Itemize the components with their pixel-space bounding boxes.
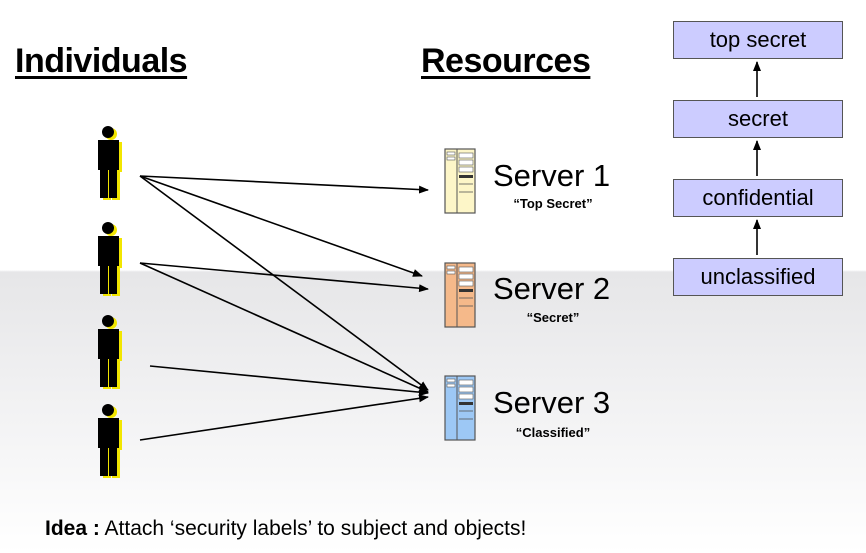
level-secret: secret: [673, 100, 843, 138]
server-1-name: Server 1: [493, 158, 611, 193]
access-arrow: [139, 262, 429, 293]
server-2-classification: “Secret”: [526, 310, 580, 325]
level-top-secret: top secret: [673, 21, 843, 59]
person-icon: [98, 315, 122, 389]
access-arrow: [139, 175, 429, 194]
access-arrow: [139, 394, 429, 441]
person-icon: [98, 222, 122, 296]
idea-text: Attach ‘security labels’ to subject and …: [99, 517, 527, 540]
server-2-icon: [444, 262, 476, 328]
person-icon: [98, 404, 122, 478]
server-2-name: Server 2: [493, 271, 611, 306]
server-3-icon: [444, 375, 476, 441]
server-3-classification: “Classified”: [515, 425, 591, 440]
access-arrow: [139, 175, 423, 277]
level-confidential: confidential: [673, 179, 843, 217]
server-1-classification: “Top Secret”: [513, 196, 593, 211]
idea-prefix: Idea :: [45, 517, 100, 540]
server-1-icon: [444, 148, 476, 214]
idea-caption: Idea : Attach ‘security labels’ to subje…: [45, 517, 526, 541]
access-arrow: [139, 175, 429, 391]
level-unclassified: unclassified: [673, 258, 843, 296]
access-arrow: [139, 262, 429, 393]
access-arrow: [149, 365, 429, 397]
server-3-name: Server 3: [493, 385, 611, 420]
person-icon: [98, 126, 122, 200]
individuals-heading: Individuals: [15, 42, 188, 80]
resources-heading: Resources: [421, 42, 591, 80]
